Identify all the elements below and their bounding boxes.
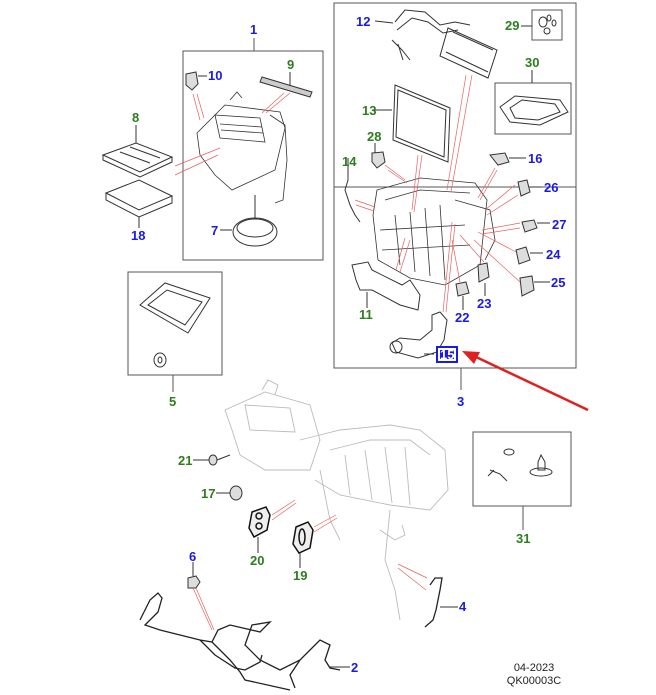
part-screw-21 bbox=[208, 454, 231, 466]
footer: 04-2023 QK00003C bbox=[504, 662, 564, 688]
sub-box-30 bbox=[494, 82, 572, 135]
pointer-arrow-icon bbox=[462, 351, 589, 412]
callout-8[interactable]: 8 bbox=[132, 110, 140, 125]
callout-17[interactable]: 17 bbox=[201, 486, 216, 501]
group-box-1 bbox=[182, 50, 324, 261]
part-fasteners-31 bbox=[487, 448, 553, 482]
callout-19[interactable]: 19 bbox=[293, 568, 308, 583]
callout-3[interactable]: 3 bbox=[457, 394, 465, 409]
part-evaporator-13 bbox=[392, 84, 451, 163]
callout-4[interactable]: 4 bbox=[459, 599, 467, 614]
callout-13[interactable]: 13 bbox=[362, 103, 377, 118]
part-actuator-28 bbox=[371, 151, 386, 169]
callout-21[interactable]: 21 bbox=[178, 453, 193, 468]
group-box-31 bbox=[472, 431, 572, 507]
part-gasket-30 bbox=[499, 95, 569, 126]
callout-15-highlighted[interactable]: 15 bbox=[436, 346, 459, 363]
callout-7[interactable]: 7 bbox=[211, 223, 219, 238]
part-blower-motor-7 bbox=[232, 195, 278, 247]
callout-12[interactable]: 12 bbox=[356, 14, 371, 29]
callout-16[interactable]: 16 bbox=[528, 151, 543, 166]
callout-23[interactable]: 23 bbox=[477, 296, 492, 311]
part-grommet-17 bbox=[229, 485, 243, 501]
part-duct-15 bbox=[389, 311, 448, 359]
part-seal-5 bbox=[139, 282, 211, 368]
part-actuators-right bbox=[455, 152, 538, 297]
callout-14[interactable]: 14 bbox=[342, 154, 357, 169]
part-sensor-14 bbox=[344, 158, 361, 223]
callout-27[interactable]: 27 bbox=[552, 217, 567, 232]
callout-26[interactable]: 26 bbox=[544, 180, 559, 195]
callout-6[interactable]: 6 bbox=[189, 549, 197, 564]
part-heater-core-12 bbox=[391, 9, 498, 79]
part-duct-11 bbox=[351, 261, 421, 311]
part-grommet-20 bbox=[248, 506, 271, 539]
footer-date: 04-2023 bbox=[513, 662, 555, 674]
callout-2[interactable]: 2 bbox=[351, 660, 359, 675]
callout-20[interactable]: 20 bbox=[250, 553, 265, 568]
part-actuator-10 bbox=[185, 71, 199, 91]
part-connector-6 bbox=[187, 575, 201, 589]
sub-box-29 bbox=[531, 9, 563, 41]
callout-22[interactable]: 22 bbox=[455, 310, 470, 325]
callout-24[interactable]: 24 bbox=[546, 247, 561, 262]
part-hvac-assembly-ghost bbox=[224, 379, 449, 621]
callout-25[interactable]: 25 bbox=[551, 275, 566, 290]
callout-1[interactable]: 1 bbox=[250, 22, 258, 37]
group-box-5 bbox=[127, 271, 223, 376]
group-box-3-main bbox=[333, 2, 577, 369]
callout-10[interactable]: 10 bbox=[208, 68, 223, 83]
part-filter-8 bbox=[101, 125, 174, 178]
part-grommet-19 bbox=[292, 521, 314, 554]
callout-18[interactable]: 18 bbox=[131, 228, 146, 243]
part-harness-2 bbox=[139, 592, 341, 691]
callout-31[interactable]: 31 bbox=[516, 531, 531, 546]
callout-5[interactable]: 5 bbox=[169, 394, 177, 409]
part-blower-housing bbox=[196, 91, 288, 204]
callout-29[interactable]: 29 bbox=[505, 18, 520, 33]
part-strip-9 bbox=[259, 76, 313, 98]
footer-code: QK00003C bbox=[506, 675, 562, 687]
callout-11[interactable]: 11 bbox=[359, 307, 373, 322]
part-harness-4 bbox=[424, 577, 443, 628]
callout-9[interactable]: 9 bbox=[287, 57, 295, 72]
callout-30[interactable]: 30 bbox=[525, 55, 540, 70]
part-seal-29 bbox=[538, 14, 557, 35]
part-filter-18 bbox=[104, 179, 174, 228]
callout-28[interactable]: 28 bbox=[367, 129, 382, 144]
part-hvac-case bbox=[372, 177, 496, 286]
